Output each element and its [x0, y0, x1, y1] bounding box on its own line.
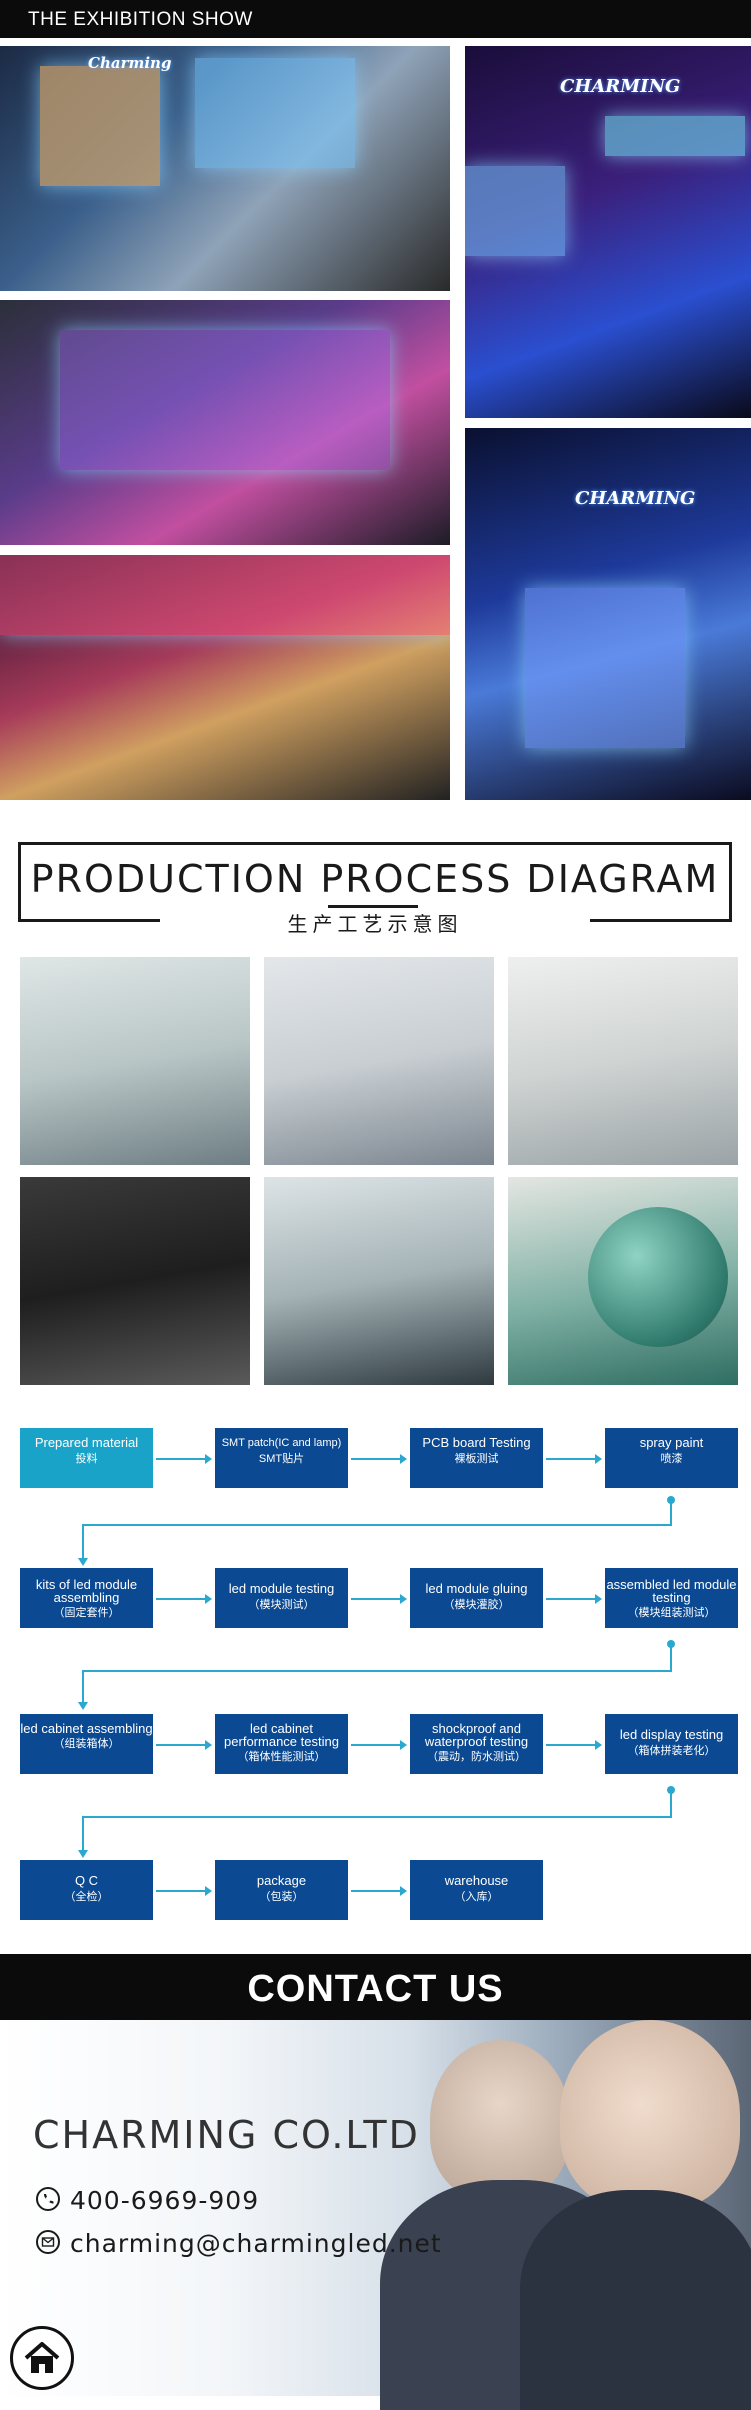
flow-arrow	[351, 1454, 407, 1464]
exhibition-logo-1: Charming	[88, 54, 172, 72]
process-step-7: led module gluing（模块灌胶）	[410, 1568, 543, 1628]
contact-header: CONTACT US	[0, 1954, 751, 2020]
exhibition-photo-1: Charming	[0, 46, 450, 291]
flow-arrow	[156, 1886, 212, 1896]
flow-line	[82, 1524, 672, 1526]
process-step-12: led display testing（箱体拼装老化）	[605, 1714, 738, 1774]
flow-arrow-down	[78, 1702, 88, 1710]
process-step-8: assembled led module testing（模块组装测试）	[605, 1568, 738, 1628]
process-subtitle: 生产工艺示意图	[287, 912, 463, 936]
flow-arrow	[156, 1454, 212, 1464]
process-step-6: led module testing（模块测试）	[215, 1568, 348, 1628]
exhibition-logo-3: CHARMING	[575, 488, 696, 509]
flow-arrow	[351, 1594, 407, 1604]
process-title-box: PRODUCTION PROCESS DIAGRAM	[18, 842, 732, 922]
factory-photo-6	[508, 1177, 738, 1385]
flow-arrow	[156, 1594, 212, 1604]
flow-arrow	[546, 1454, 602, 1464]
exhibition-photo-4: CHARMING	[465, 46, 751, 418]
contact-email-row[interactable]: charming@charmingled.net	[36, 2229, 442, 2258]
exhibition-logo-2: CHARMING	[560, 76, 681, 97]
exhibition-header: THE EXHIBITION SHOW	[0, 0, 751, 38]
process-step-5: kits of led module assembling（固定套件）	[20, 1568, 153, 1628]
flow-line	[82, 1816, 84, 1850]
exhibition-photo-2	[0, 300, 450, 545]
contact-email[interactable]: charming@charmingled.net	[70, 2229, 442, 2258]
flow-line	[670, 1644, 672, 1670]
process-step-11: shockproof and waterproof testing（震动，防水测…	[410, 1714, 543, 1774]
flow-arrow	[351, 1886, 407, 1896]
process-step-15: warehouse（入库）	[410, 1860, 543, 1920]
exhibition-photo-5: CHARMING	[465, 428, 751, 800]
contact-photo	[0, 2020, 751, 2410]
flow-arrow	[546, 1594, 602, 1604]
contact-phone[interactable]: 400-6969-909	[70, 2186, 260, 2215]
process-step-10: led cabinet performance testing（箱体性能测试）	[215, 1714, 348, 1774]
process-subtitle-wrap: 生产工艺示意图	[160, 909, 590, 939]
flow-line	[82, 1524, 84, 1558]
factory-photo-2	[264, 957, 494, 1165]
process-step-2: SMT patch(IC and lamp)SMT贴片	[215, 1428, 348, 1488]
exhibition-title: THE EXHIBITION SHOW	[28, 9, 253, 30]
process-title-underline	[328, 905, 418, 908]
flow-arrow-down	[78, 1850, 88, 1858]
home-button[interactable]	[10, 2326, 74, 2390]
flow-line	[670, 1500, 672, 1524]
flow-line	[670, 1790, 672, 1816]
contact-phone-row[interactable]: 400-6969-909	[36, 2186, 259, 2215]
process-title: PRODUCTION PROCESS DIAGRAM	[30, 857, 720, 901]
process-step-13: Q C（全检）	[20, 1860, 153, 1920]
factory-photo-4	[20, 1177, 250, 1385]
process-step-9: led cabinet assembling（组装箱体）	[20, 1714, 153, 1774]
flow-line	[82, 1670, 84, 1702]
factory-photo-1	[20, 957, 250, 1165]
factory-photo-3	[508, 957, 738, 1165]
process-step-14: package（包装）	[215, 1860, 348, 1920]
email-icon	[36, 2230, 60, 2254]
flow-arrow	[351, 1740, 407, 1750]
home-icon	[24, 2342, 60, 2373]
flow-arrow-down	[78, 1558, 88, 1566]
contact-title: CONTACT US	[247, 1968, 504, 2010]
flow-arrow	[546, 1740, 602, 1750]
flow-line	[82, 1816, 672, 1818]
factory-photo-5	[264, 1177, 494, 1385]
exhibition-photo-3	[0, 555, 450, 800]
flow-arrow	[156, 1740, 212, 1750]
phone-icon	[36, 2187, 60, 2211]
company-name: CHARMING CO.LTD	[33, 2113, 420, 2157]
flow-line	[82, 1670, 672, 1672]
